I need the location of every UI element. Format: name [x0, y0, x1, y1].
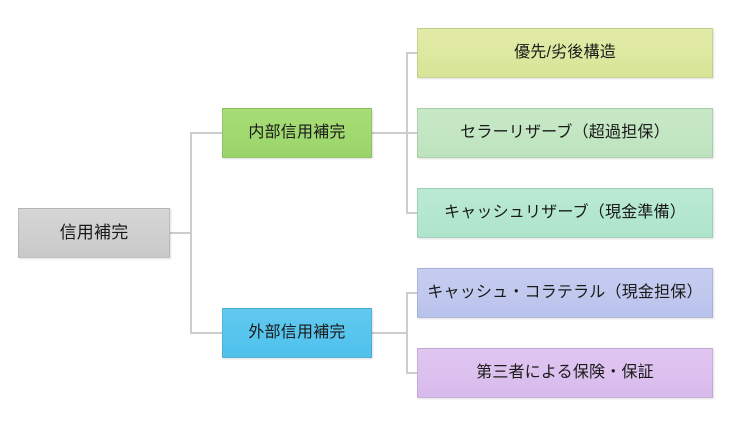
node-label: 内部信用補完 — [248, 124, 346, 141]
connector-trunk-to-leaf-4 — [406, 372, 418, 374]
node-label: 第三者による保険・保証 — [476, 364, 654, 381]
node-label: セラーリザーブ（超過担保） — [460, 124, 670, 141]
node-third-party-insurance[interactable]: 第三者による保険・保証 — [417, 348, 713, 398]
node-cash-reserve[interactable]: キャッシュリザーブ（現金準備） — [417, 188, 713, 238]
connector-internal-to-trunk — [372, 132, 408, 134]
connector-trunk-external-children — [406, 293, 408, 374]
connector-trunk-to-leaf-1 — [406, 132, 418, 134]
connector-trunk-to-leaf-0 — [406, 52, 418, 54]
node-label: キャッシュ・コラテラル（現金担保） — [427, 284, 703, 301]
node-credit-enhancement[interactable]: 信用補完 — [18, 208, 170, 258]
node-label: 外部信用補完 — [248, 324, 346, 341]
connector-root-to-trunk — [170, 232, 191, 234]
node-seller-reserve[interactable]: セラーリザーブ（超過担保） — [417, 108, 713, 158]
node-label: 信用補完 — [59, 223, 129, 243]
connector-trunk-level1 — [190, 133, 192, 334]
node-external-enhancement[interactable]: 外部信用補完 — [222, 308, 372, 358]
node-senior-subordinate[interactable]: 優先/劣後構造 — [417, 28, 713, 78]
node-label: 優先/劣後構造 — [514, 44, 616, 61]
connector-trunk-to-external — [190, 332, 223, 334]
node-cash-collateral[interactable]: キャッシュ・コラテラル（現金担保） — [417, 268, 713, 318]
connector-trunk-to-internal — [190, 132, 223, 134]
node-internal-enhancement[interactable]: 内部信用補完 — [222, 108, 372, 158]
node-label: キャッシュリザーブ（現金準備） — [443, 204, 687, 221]
connector-trunk-to-leaf-3 — [406, 292, 418, 294]
connector-trunk-to-leaf-2 — [406, 212, 418, 214]
connector-external-to-trunk — [372, 332, 408, 334]
